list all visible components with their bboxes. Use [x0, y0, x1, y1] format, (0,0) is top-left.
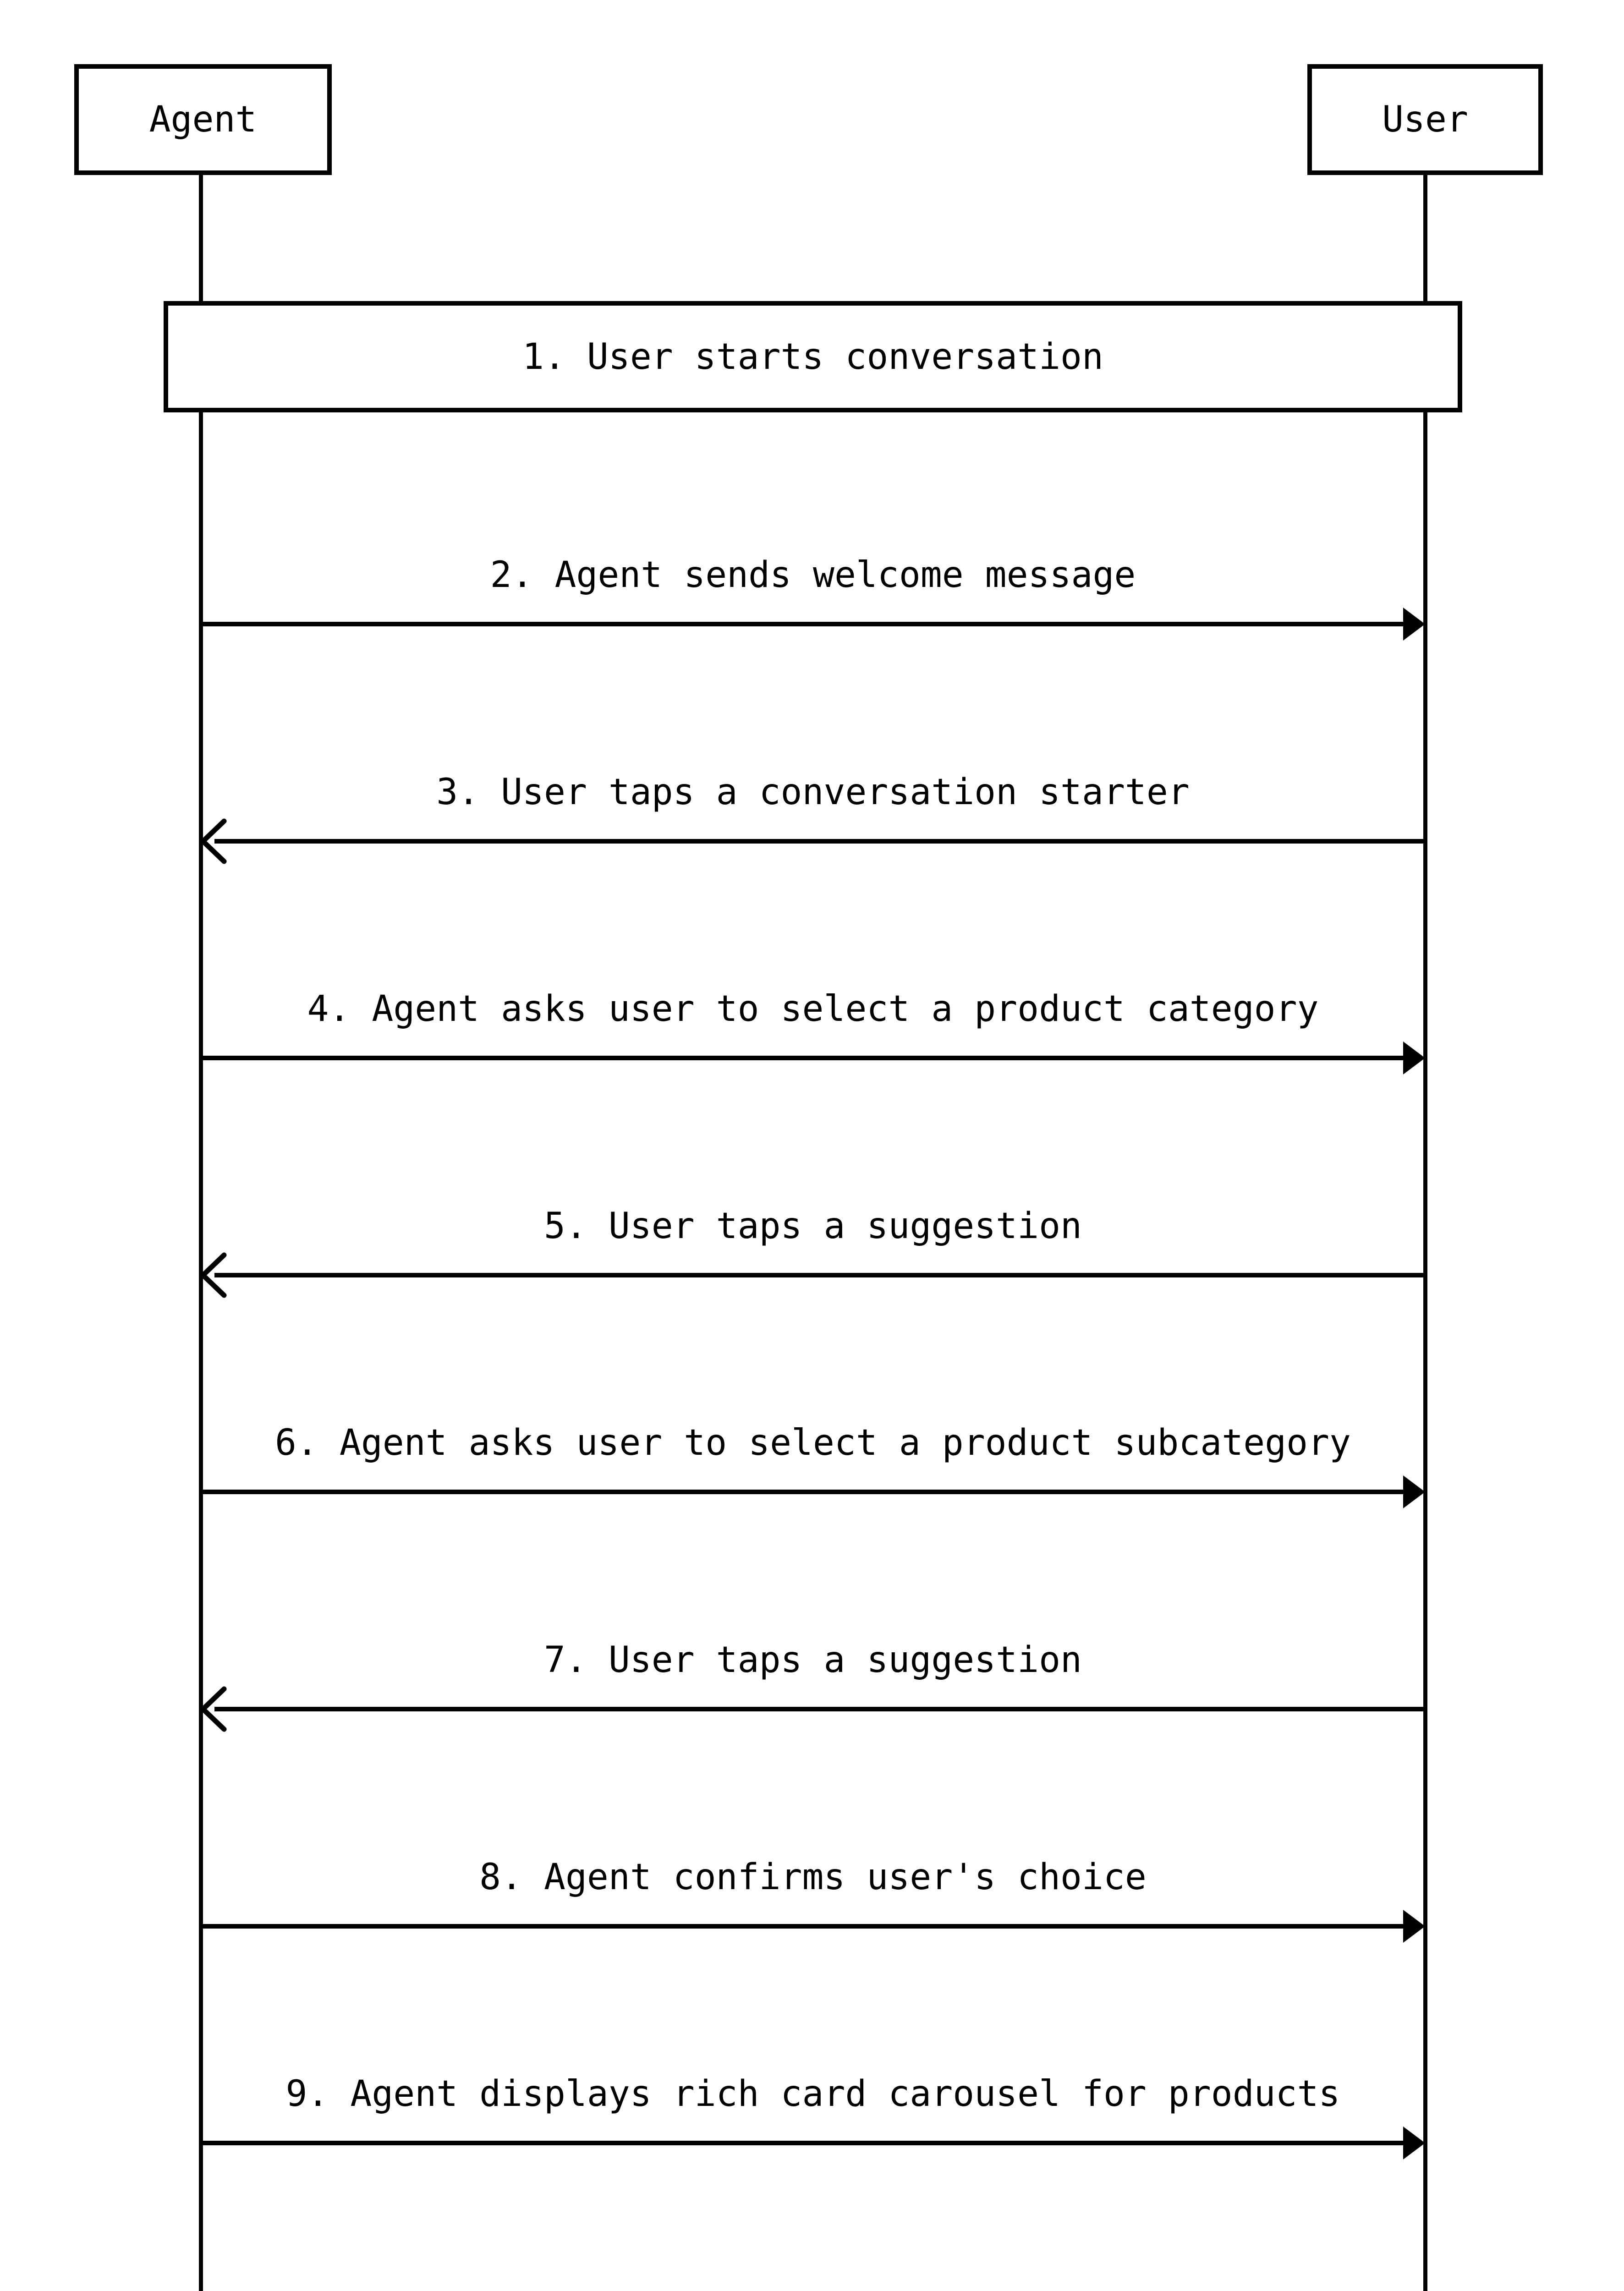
- arrowhead-open-left-icon: [200, 1686, 227, 1732]
- note-label: 1. User starts conversation: [522, 336, 1103, 378]
- arrow-line: [201, 1924, 1411, 1929]
- actor-label-agent-top: Agent: [149, 99, 257, 140]
- message-row-3: 3. User taps a conversation starter: [200, 772, 1425, 864]
- message-label: 8. Agent confirms user's choice: [479, 1857, 1147, 1898]
- message-row-7: 7. User taps a suggestion: [200, 1639, 1425, 1732]
- message-row-9: 9. Agent displays rich card carousel for…: [201, 2073, 1425, 2159]
- message-row-2: 2. Agent sends welcome message: [201, 554, 1425, 641]
- agent-lifeline: [199, 175, 203, 2291]
- message-row-6: 6. Agent asks user to select a product s…: [201, 1422, 1425, 1508]
- message-row-8: 8. Agent confirms user's choice: [201, 1857, 1425, 1943]
- message-row-5: 5. User taps a suggestion: [200, 1206, 1425, 1298]
- arrow-line: [201, 622, 1411, 626]
- message-label: 6. Agent asks user to select a product s…: [275, 1422, 1351, 1463]
- message-row-4: 4. Agent asks user to select a product c…: [201, 988, 1425, 1074]
- message-label: 3. User taps a conversation starter: [436, 772, 1190, 813]
- message-label: 2. Agent sends welcome message: [490, 554, 1136, 596]
- message-label: 9. Agent displays rich card carousel for…: [285, 2073, 1340, 2115]
- actor-box-agent-top: Agent: [74, 64, 332, 175]
- arrowhead-filled-right-icon: [1403, 1041, 1425, 1074]
- actor-box-user-top: User: [1307, 64, 1543, 175]
- arrowhead-open-left-icon: [200, 818, 227, 864]
- message-label: 5. User taps a suggestion: [544, 1206, 1082, 1247]
- arrow-line: [214, 839, 1425, 844]
- arrowhead-filled-right-icon: [1403, 1475, 1425, 1508]
- message-label: 4. Agent asks user to select a product c…: [307, 988, 1319, 1030]
- arrowhead-filled-right-icon: [1403, 608, 1425, 641]
- arrowhead-filled-right-icon: [1403, 2127, 1425, 2159]
- arrow-line: [201, 1056, 1411, 1060]
- user-lifeline: [1423, 175, 1427, 2291]
- arrow-line: [201, 1490, 1411, 1494]
- message-label: 7. User taps a suggestion: [544, 1639, 1082, 1681]
- arrow-line: [214, 1707, 1425, 1711]
- arrowhead-open-left-icon: [200, 1252, 227, 1298]
- note-user-starts-conversation: 1. User starts conversation: [164, 301, 1462, 412]
- arrow-line: [201, 2141, 1411, 2145]
- arrow-line: [214, 1273, 1425, 1277]
- arrowhead-filled-right-icon: [1403, 1910, 1425, 1943]
- actor-label-user-top: User: [1382, 99, 1468, 140]
